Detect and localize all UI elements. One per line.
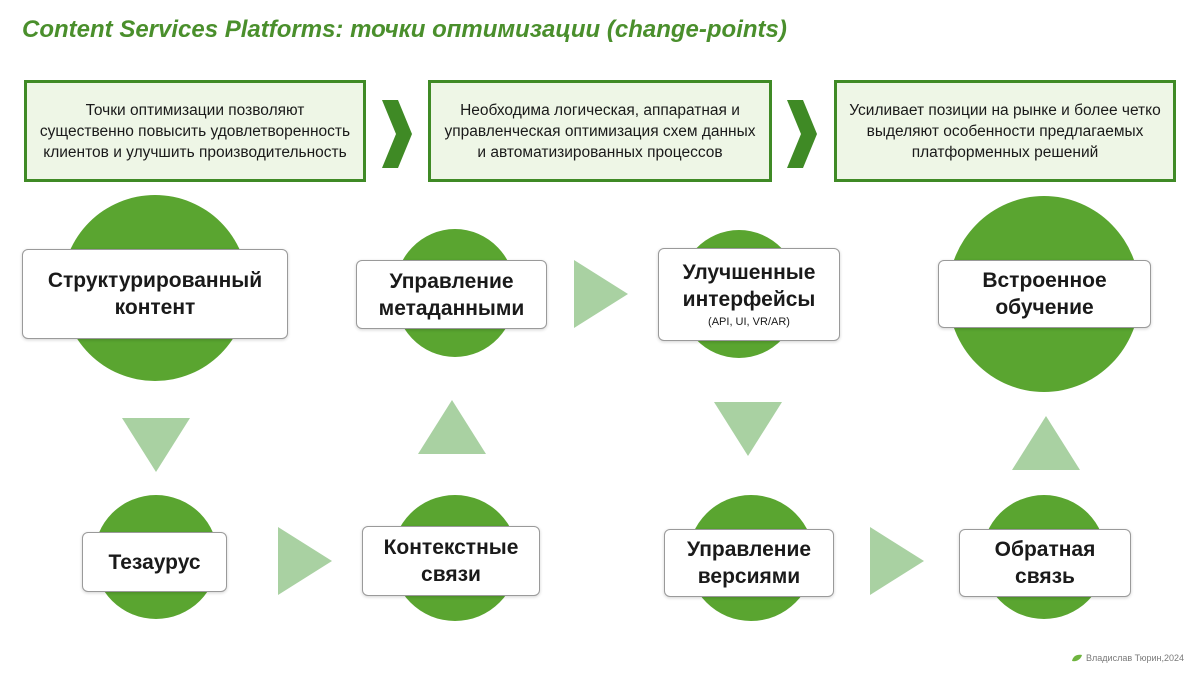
chevron-right-icon	[787, 100, 817, 168]
arrow-down-icon	[122, 418, 190, 472]
node-label: Встроенное обучение	[982, 269, 1107, 319]
node-label: Структурированный контент	[47, 269, 263, 319]
node-feedback: Обратная связь	[959, 529, 1131, 597]
node-label: Обратная связь	[994, 538, 1096, 588]
arrow-right-icon	[278, 527, 332, 595]
arrow-right-icon	[870, 527, 924, 595]
node-label: Тезаурус	[108, 550, 201, 574]
info-box-text: Усиливает позиции на рынке и более четко…	[849, 101, 1161, 161]
info-box-market: Усиливает позиции на рынке и более четко…	[834, 80, 1176, 182]
page-title: Content Services Platforms: точки оптими…	[22, 16, 787, 43]
node-improved-interfaces: Улучшенные интерфейсы (API, UI, VR/AR)	[658, 248, 840, 341]
info-box-optimization: Необходима логическая, аппаратная и упра…	[428, 80, 772, 182]
arrow-right-icon	[574, 260, 628, 328]
arrow-down-icon	[714, 402, 782, 456]
node-sublabel: (API, UI, VR/AR)	[708, 316, 790, 328]
node-metadata-management: Управление метаданными	[356, 260, 547, 329]
footer-credit: Владислав Тюрин,2024	[1071, 653, 1184, 663]
node-structured-content: Структурированный контент	[22, 249, 288, 339]
node-context-links: Контекстные связи	[362, 526, 540, 596]
chevron-right-icon	[382, 100, 412, 168]
info-box-text: Необходима логическая, аппаратная и упра…	[444, 101, 756, 161]
info-box-text: Точки оптимизации позволяют существенно …	[39, 101, 351, 161]
node-label: Контекстные связи	[383, 536, 519, 586]
node-thesaurus: Тезаурус	[82, 532, 227, 592]
node-label: Управление версиями	[686, 538, 812, 588]
node-label: Управление метаданными	[378, 269, 525, 320]
leaf-icon	[1072, 654, 1083, 662]
node-embedded-training: Встроенное обучение	[938, 260, 1151, 328]
node-label: Улучшенные интерфейсы	[682, 261, 816, 311]
footer-text: Владислав Тюрин,2024	[1086, 653, 1184, 663]
info-box-satisfaction: Точки оптимизации позволяют существенно …	[24, 80, 366, 182]
arrow-up-icon	[1012, 416, 1080, 470]
node-version-management: Управление версиями	[664, 529, 834, 597]
arrow-up-icon	[418, 400, 486, 454]
